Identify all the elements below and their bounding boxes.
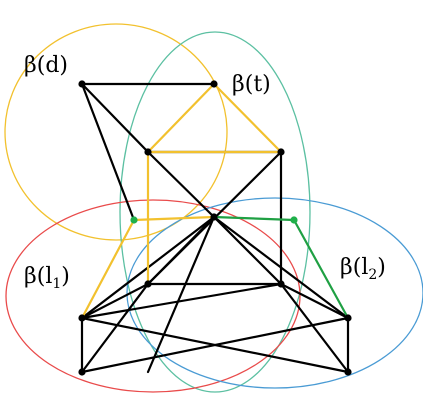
edge [132,215,216,222]
edge [80,282,150,320]
node [210,213,218,221]
node [290,216,298,224]
edge [146,82,216,154]
node [78,314,86,322]
edge [80,316,350,374]
label-beta-l2: β(l2) [340,255,386,283]
edge [279,282,350,374]
edge [279,282,350,320]
edge [80,218,136,320]
node [144,148,152,156]
edge [80,82,150,154]
node [210,80,218,88]
edge [212,215,283,286]
bag-d-circle [4,23,228,241]
bag-l1-circle [5,199,301,393]
node [130,216,138,224]
edge [80,282,283,320]
node [78,368,86,376]
label-beta-t: β(t) [232,72,271,97]
node [344,314,352,322]
edge [292,218,350,320]
yellow-edges [80,82,283,320]
edge [80,282,150,374]
node [277,148,285,156]
black-edges [80,82,350,374]
edge [80,82,136,222]
green-edges [212,215,350,320]
node [144,280,152,288]
node [277,280,285,288]
green-nodes [130,216,298,224]
edge [146,215,216,286]
edge [212,215,296,222]
edge [146,215,216,374]
bag-l2-circle [126,197,423,389]
edge [146,150,216,219]
bag-t-circle [119,31,311,393]
edge [212,215,350,320]
black-nodes [78,80,352,376]
label-beta-l1: β(l1) [24,264,70,292]
label-beta-d: β(d) [24,53,68,78]
node [344,368,352,376]
node [78,80,86,88]
edge [212,82,283,154]
